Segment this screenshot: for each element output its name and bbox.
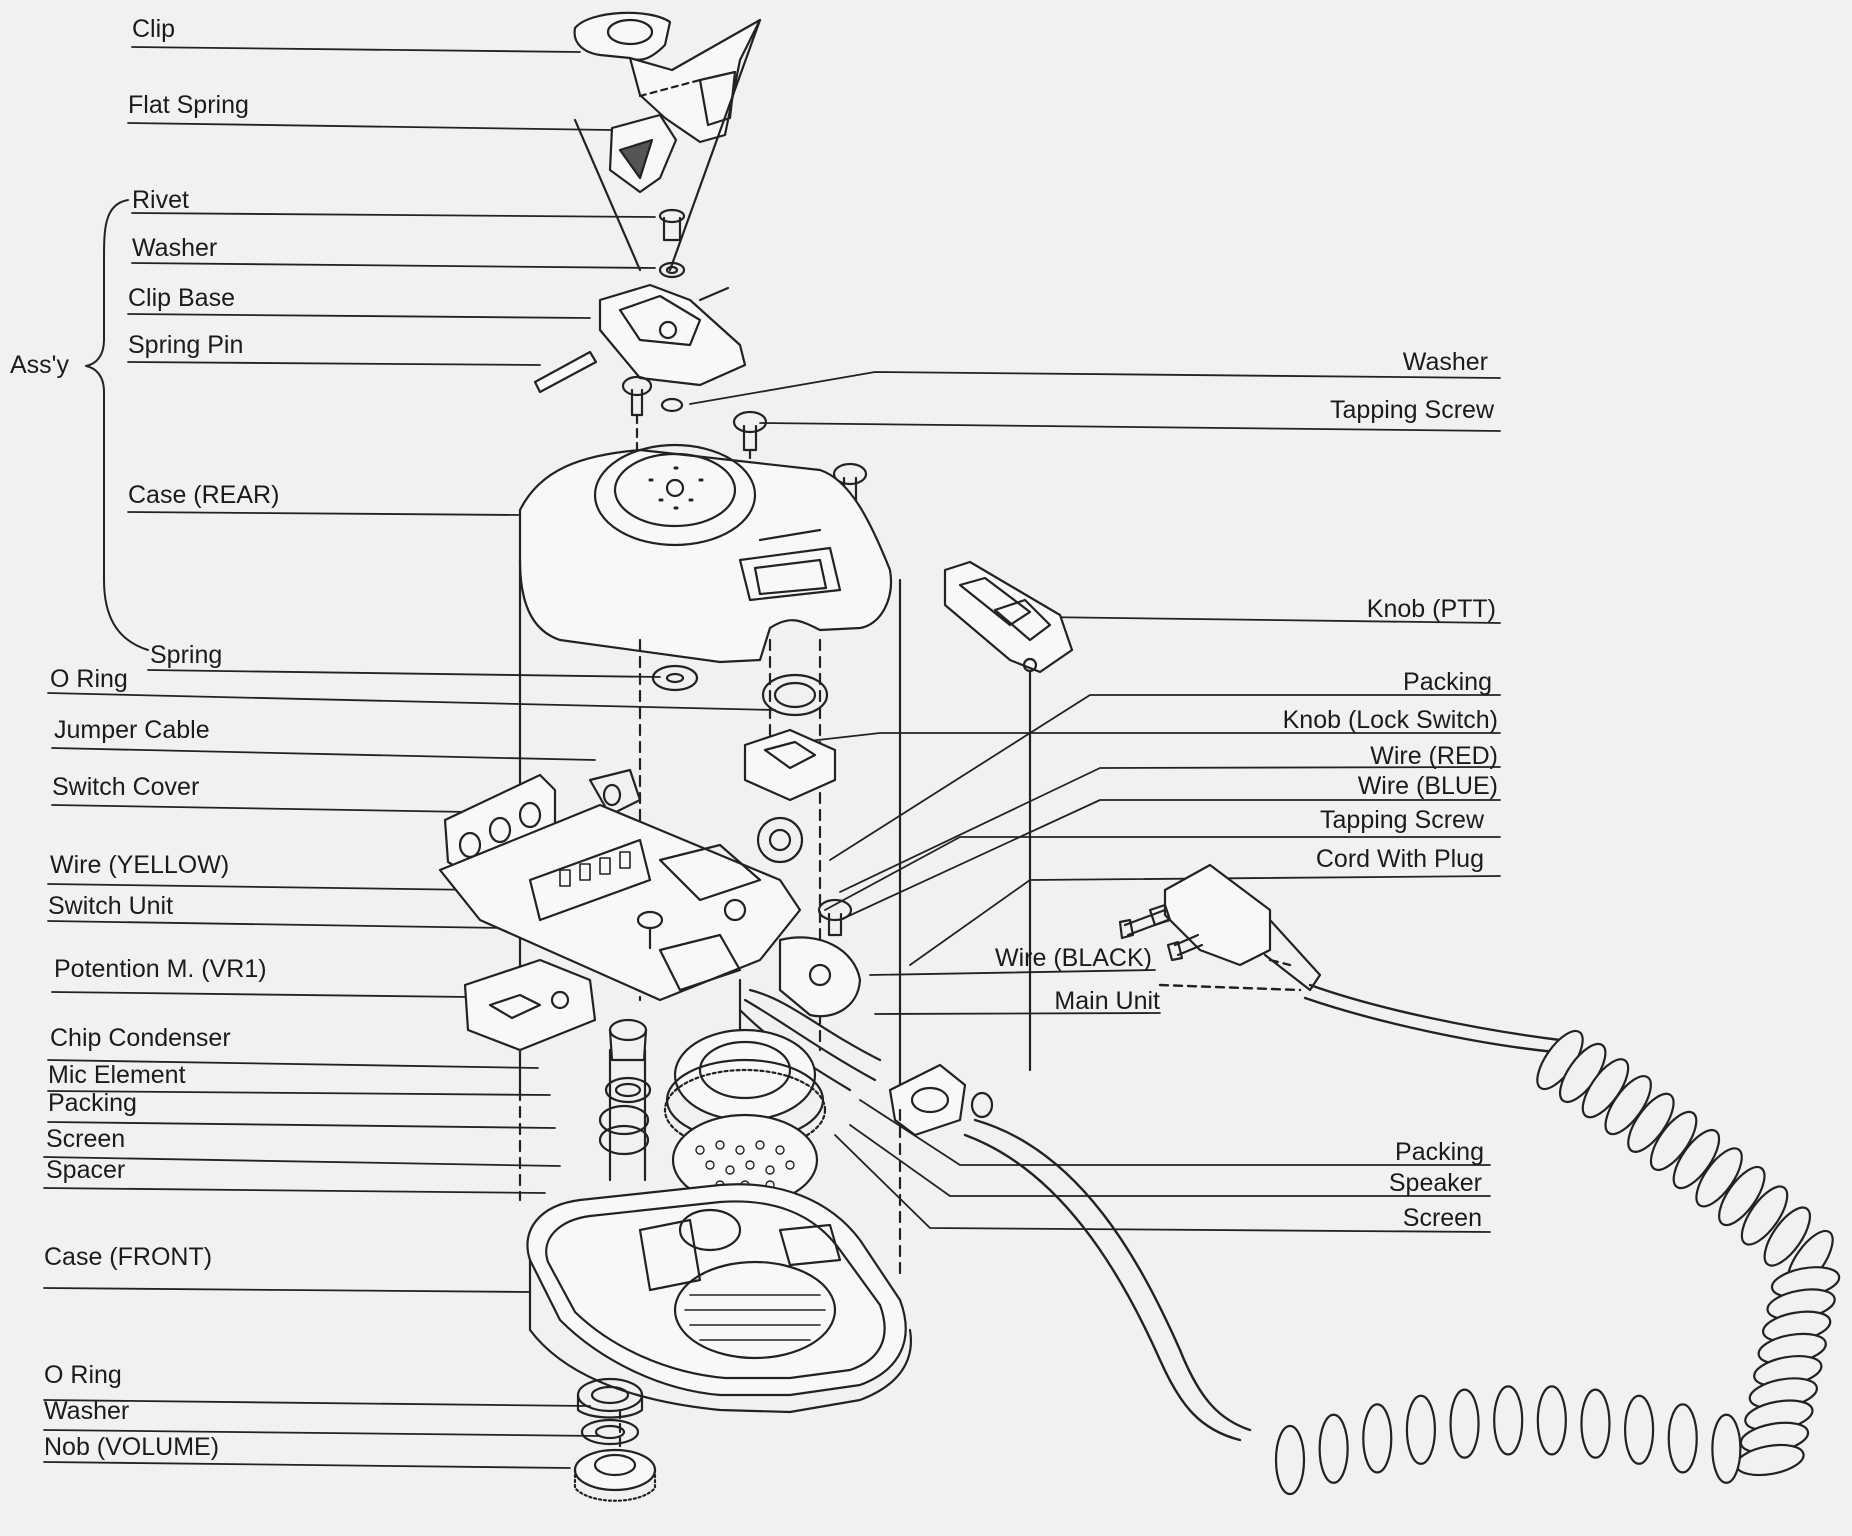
cord-coil-loop [1449,1388,1480,1459]
label-assy: Ass'y [10,351,69,379]
grommet-part [888,1063,994,1137]
cord-coil-loop [1718,1165,1766,1227]
speaker-part [663,978,827,1207]
label-spacer: Spacer [46,1156,126,1184]
label-wire-yellow: Wire (YELLOW) [50,851,230,879]
label-clip: Clip [132,15,176,43]
label-wire-red: Wire (RED) [1370,742,1498,770]
label-flat-spring: Flat Spring [128,91,249,119]
label-tapping-screw-mid: Tapping Screw [1320,806,1484,834]
label-packing-left: Packing [48,1089,137,1117]
flat-spring-part [608,113,678,194]
clip-base-part [598,283,747,387]
label-washer-bottom: Washer [44,1397,130,1425]
cord-coil-loop [1493,1385,1524,1456]
plug-part [1118,863,1322,992]
cord-coil-loop [1318,1413,1349,1484]
label-washer-top: Washer [132,234,218,262]
label-wire-blue: Wire (BLUE) [1357,772,1498,800]
label-potention: Potention M. (VR1) [54,955,267,983]
cord-coil-loop [1740,1185,1789,1246]
label-switch-unit: Switch Unit [48,892,174,920]
cord-coil-loop [1536,1385,1567,1456]
label-washer-right: Washer [1402,348,1488,376]
volume-stack-part [573,1377,657,1502]
cord-coil-loop [1695,1147,1743,1208]
leader-lines-right [689,371,1501,1233]
label-speaker: Speaker [1388,1169,1482,1197]
label-main-unit: Main Unit [1054,987,1160,1015]
cord-coil-loop [1667,1403,1698,1474]
leader-lines-left [43,46,776,1469]
label-rivet: Rivet [132,186,189,214]
cord-coil-loop [1405,1394,1437,1465]
cord-coil-loop [1623,1394,1655,1465]
assy-brace [85,199,149,651]
label-spring-pin: Spring Pin [128,331,244,359]
label-case-front: Case (FRONT) [44,1243,213,1271]
cord-coil-loop [1711,1413,1742,1484]
label-nob-volume: Nob (VOLUME) [44,1433,220,1461]
switch-unit-part [438,803,882,1092]
label-tapping-screw-top: Tapping Screw [1330,396,1494,424]
label-screen-left: Screen [46,1125,126,1153]
cord-coil-loop [1580,1388,1611,1459]
label-packing-right-bottom: Packing [1395,1138,1484,1166]
case-front-part [518,1088,912,1452]
cord-coil-loop [1362,1403,1393,1474]
label-spring: Spring [150,641,223,669]
spring-oring-part [651,664,829,717]
spring-pin-part [533,350,598,394]
label-cord-with-plug: Cord With Plug [1315,845,1484,873]
label-packing-right-top: Packing [1403,668,1492,696]
mic-element-part [598,1018,652,1182]
label-knob-ptt: Knob (PTT) [1366,595,1496,623]
knob-ptt-part [943,560,1074,1072]
label-knob-lock: Knob (Lock Switch) [1282,706,1498,734]
label-clip-base: Clip Base [128,284,235,312]
label-mic-element: Mic Element [48,1061,186,1089]
coiled-cord-part [963,958,1562,1442]
label-screen-right: Screen [1402,1204,1482,1232]
cord-coil-loop [1672,1129,1721,1190]
cord-coil-loop [1274,1424,1306,1496]
label-case-rear: Case (REAR) [128,481,280,509]
label-o-ring-bottom: O Ring [44,1361,122,1389]
clip-part [573,11,762,272]
knob-lock-part [743,728,837,864]
cord-coils [1274,1029,1841,1496]
potentiometer-part [463,958,597,1052]
label-o-ring-top: O Ring [50,665,128,693]
label-chip-condenser: Chip Condenser [50,1024,231,1052]
label-jumper-cable: Jumper Cable [54,716,210,744]
cord-coil-loop [1763,1206,1811,1267]
label-wire-black: Wire (BLACK) [995,944,1152,972]
rivet-washer-part [658,208,686,279]
label-switch-cover: Switch Cover [52,773,200,801]
